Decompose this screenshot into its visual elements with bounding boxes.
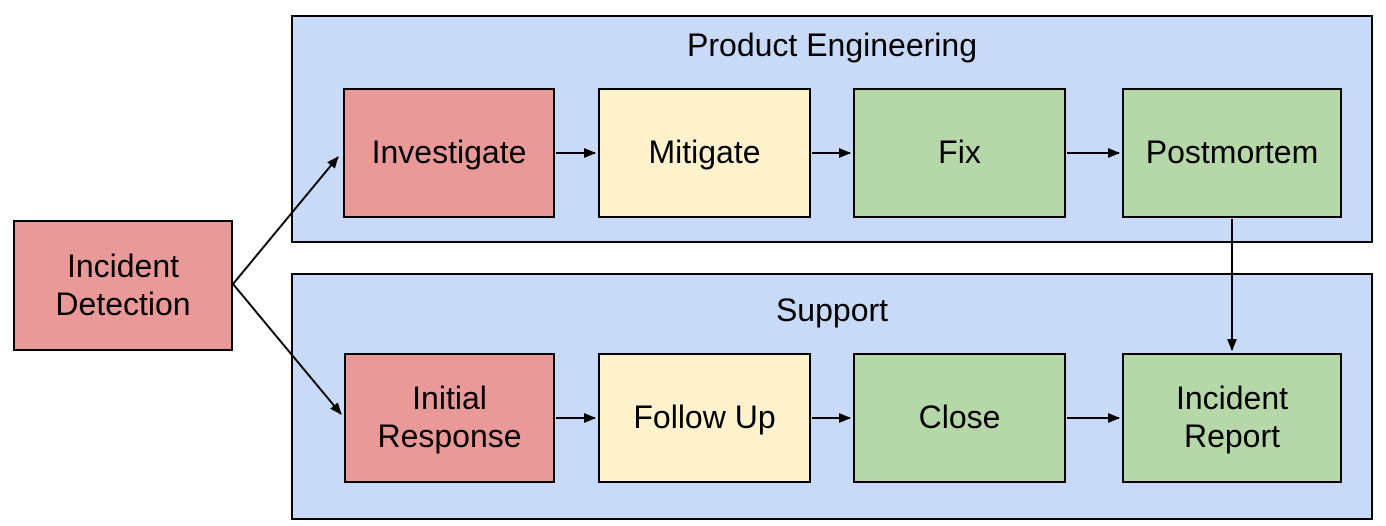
node-mitigate: Mitigate xyxy=(598,88,811,218)
node-fix: Fix xyxy=(853,88,1066,218)
node-investigate: Investigate xyxy=(343,88,555,218)
node-initial-response: Initial Response xyxy=(344,353,555,483)
node-close: Close xyxy=(853,353,1066,483)
node-postmortem: Postmortem xyxy=(1122,88,1342,218)
lane-title-product-engineering: Product Engineering xyxy=(687,27,977,63)
lane-title-support: Support xyxy=(775,292,889,328)
node-incident-report: Incident Report xyxy=(1122,353,1342,483)
node-incident-detection: Incident Detection xyxy=(13,220,233,351)
node-follow-up: Follow Up xyxy=(598,353,811,483)
